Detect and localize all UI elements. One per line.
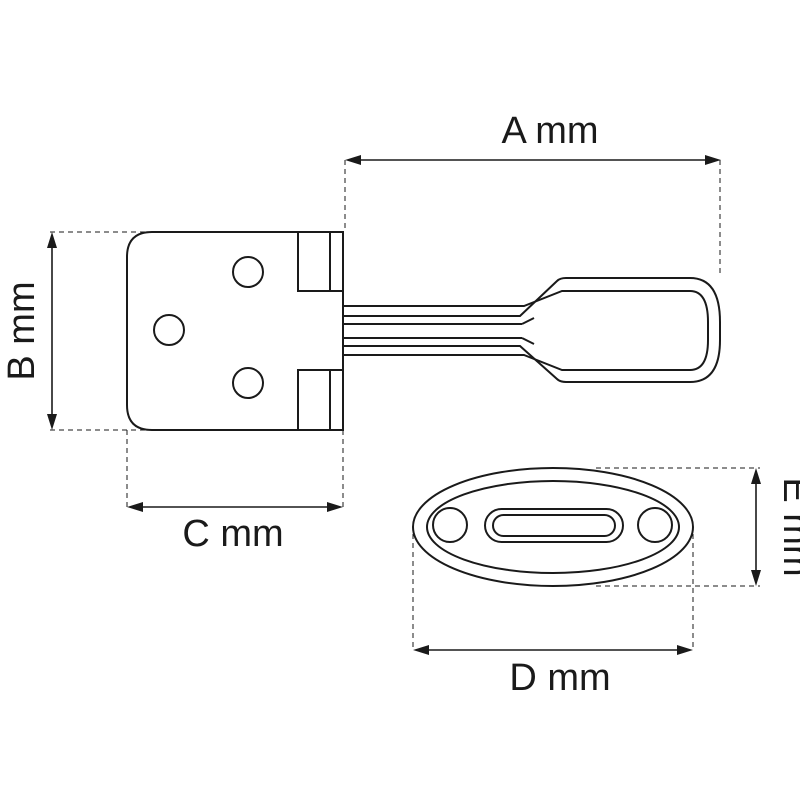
- dimension-b-label: B mm: [1, 281, 43, 380]
- dimension-a-label: A mm: [501, 110, 598, 152]
- staple-screw-hole-left: [432, 507, 468, 543]
- dimension-c-label: C mm: [182, 513, 283, 555]
- hasp-hinge-knuckle-top: [297, 231, 344, 292]
- dimension-a: A mm: [344, 110, 721, 275]
- dimension-c: C mm: [126, 430, 344, 555]
- hasp-screw-hole-left: [153, 314, 185, 346]
- dimension-d: D mm: [412, 534, 694, 699]
- hasp-screw-hole-bottom: [232, 367, 264, 399]
- dimension-e-label: E mm: [775, 477, 800, 576]
- dimension-d-label: D mm: [509, 657, 610, 699]
- staple-plate-inner-edge: [426, 480, 680, 574]
- hasp-hinge-knuckle-bottom: [297, 369, 344, 431]
- dimension-e: E mm: [596, 467, 800, 587]
- hasp-wire-loop: [311, 277, 721, 383]
- staple-loop-inner: [492, 514, 616, 537]
- staple-screw-hole-right: [637, 507, 673, 543]
- hasp-part: [126, 231, 721, 431]
- hasp-screw-hole-top: [232, 256, 264, 288]
- staple-part: [412, 467, 694, 587]
- staple-loop-slot: [484, 508, 624, 543]
- dimension-b: B mm: [1, 231, 152, 431]
